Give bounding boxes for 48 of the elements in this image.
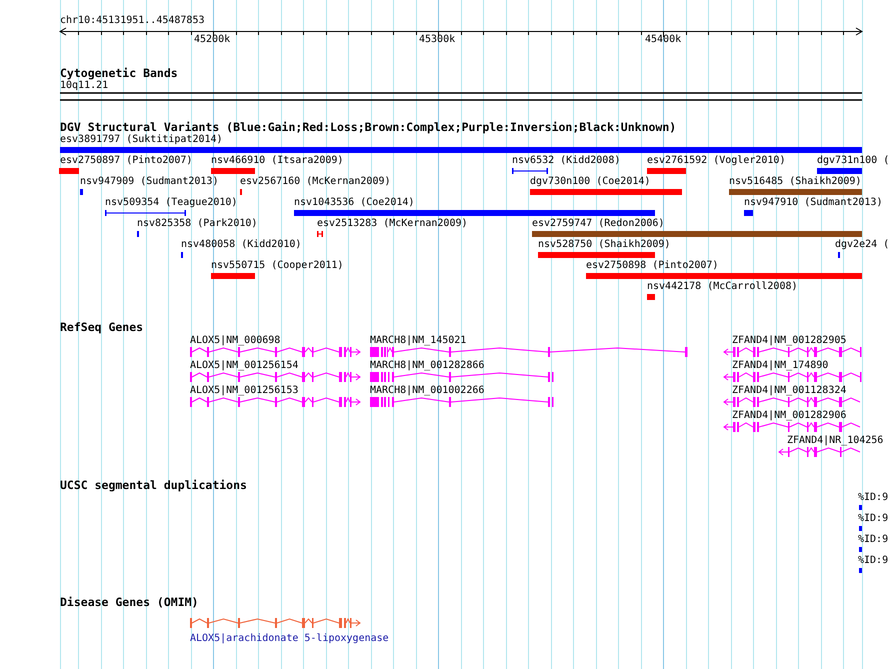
region-label: chr10:45131951..45487853 — [60, 15, 204, 27]
variant-label: dgv2e24 ( — [835, 239, 890, 251]
variant-label: nsv550715 (Cooper2011) — [211, 260, 344, 272]
tick-label: 45200k — [194, 34, 230, 46]
gene-label: ZFAND4|NR_104256 — [787, 435, 884, 447]
identity-label: %ID:9 — [858, 513, 888, 525]
variant-label: nsv947910 (Sudmant2013) — [744, 197, 882, 209]
variant-label: nsv480058 (Kidd2010) — [181, 239, 302, 251]
variant-label: esv2761592 (Vogler2010) — [647, 155, 786, 167]
gene-label: ZFAND4|NM_001282906 — [732, 410, 846, 422]
variant-label: esv2759747 (Redon2006) — [532, 218, 664, 230]
variant-label: nsv516485 (Shaikh2009) — [729, 176, 862, 188]
track-heading: UCSC segmental duplications — [60, 478, 247, 492]
band-label: 10q11.21 — [60, 80, 108, 92]
gene-label: ALOX5|NM_001256154 — [190, 360, 298, 372]
gene-label: ZFAND4|NM_174890 — [732, 360, 828, 372]
gene-label: ALOX5|NM_000698 — [190, 335, 280, 347]
track-heading: DGV Structural Variants (Blue:Gain;Red:Loss;Brown:Complex;Purple:Inversion;Black:Unknown) — [60, 120, 676, 134]
gene-label: MARCH8|NM_001002266 — [370, 385, 484, 397]
gene-label: ZFAND4|NM_001282905 — [732, 335, 846, 347]
gene-label: MARCH8|NM_001282866 — [370, 360, 484, 372]
tick-label: 45400k — [645, 34, 682, 46]
variant-label: nsv509354 (Teague2010) — [105, 197, 238, 209]
gene-label: MARCH8|NM_145021 — [370, 335, 466, 347]
variant-label: esv2513283 (McKernan2009) — [317, 218, 468, 230]
variant-label: nsv947909 (Sudmant2013) — [80, 176, 218, 188]
identity-label: %ID:9 — [858, 492, 888, 504]
disease-gene-label: ALOX5|arachidonate 5-lipoxygenase — [190, 633, 389, 645]
variant-label: esv2567160 (McKernan2009) — [240, 176, 391, 188]
variant-label: esv2750898 (Pinto2007) — [586, 260, 718, 272]
tick-label: 45300k — [419, 34, 456, 46]
identity-label: %ID:9 — [858, 534, 888, 546]
variant-label: nsv825358 (Park2010) — [137, 218, 258, 230]
gene-label: ZFAND4|NM_001128324 — [732, 385, 846, 397]
track-heading: RefSeq Genes — [60, 320, 144, 334]
variant-label: nsv528750 (Shaikh2009) — [538, 239, 670, 251]
gene-label: ALOX5|NM_001256153 — [190, 385, 298, 397]
identity-label: %ID:9 — [858, 555, 888, 567]
variant-label: dgv731n100 ( — [817, 155, 890, 167]
track-heading: Disease Genes (OMIM) — [60, 595, 198, 609]
variant-label: dgv730n100 (Coe2014) — [530, 176, 650, 188]
variant-label: nsv442178 (McCarroll2008) — [647, 281, 798, 293]
variant-label: nsv1043536 (Coe2014) — [294, 197, 414, 209]
variant-label: esv3891797 (Suktitipat2014) — [60, 134, 223, 146]
variant-label: nsv466910 (Itsara2009) — [211, 155, 344, 167]
track-heading: Cytogenetic Bands — [60, 66, 178, 80]
variant-label: nsv6532 (Kidd2008) — [512, 155, 620, 167]
variant-label: esv2750897 (Pinto2007) — [60, 155, 192, 167]
